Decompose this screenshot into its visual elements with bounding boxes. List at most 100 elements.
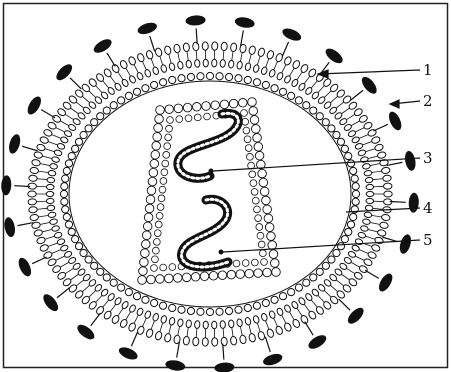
- matrix-protein: [61, 198, 68, 205]
- matrix-protein: [142, 296, 149, 303]
- capsid-bead-outer: [268, 241, 277, 250]
- lipid-head-inner: [186, 320, 192, 328]
- capsid-bead-outer: [272, 268, 281, 277]
- capsid-bead-inner: [252, 197, 259, 204]
- capsid-bead-inner: [255, 215, 262, 222]
- matrix-protein: [187, 73, 194, 80]
- capsid-bead-outer: [253, 133, 262, 142]
- capsid-bead-outer: [260, 187, 269, 196]
- lipid-head-outer: [383, 183, 392, 189]
- capsid-bead-outer: [165, 105, 174, 114]
- matrix-protein: [253, 302, 260, 309]
- lipid-head-inner: [212, 321, 217, 329]
- matrix-protein: [350, 167, 357, 174]
- matrix-protein: [65, 221, 72, 228]
- pointer-dot-3: [209, 169, 214, 174]
- matrix-protein: [133, 88, 140, 95]
- matrix-protein: [142, 85, 149, 92]
- lipid-head-outer: [230, 336, 237, 345]
- matrix-protein: [350, 213, 357, 220]
- capsid-bead-outer: [165, 274, 174, 283]
- lipid-head-outer: [183, 43, 190, 52]
- capsid-bead-inner: [244, 136, 251, 143]
- lipid-head-inner: [48, 212, 56, 218]
- matrix-protein: [328, 256, 335, 263]
- matrix-protein: [103, 107, 110, 114]
- matrix-protein: [271, 85, 278, 92]
- matrix-protein: [75, 243, 82, 250]
- capsid-bead-outer: [255, 151, 264, 160]
- matrix-protein: [216, 308, 223, 315]
- lipid-head-inner: [212, 59, 217, 67]
- capsid-bead-outer: [251, 125, 260, 134]
- capsid-bead-inner: [251, 259, 258, 266]
- matrix-protein: [303, 279, 310, 286]
- capsid-bead-outer: [141, 240, 150, 249]
- matrix-protein: [187, 307, 194, 314]
- matrix-protein: [225, 73, 232, 80]
- capsid-bead-inner: [254, 206, 261, 213]
- lipid-head-outer: [30, 167, 39, 174]
- capsid-bead-inner: [256, 224, 263, 231]
- lipid-head-outer: [30, 214, 39, 221]
- matrix-protein: [159, 79, 166, 86]
- capsid-bead-outer: [227, 270, 236, 279]
- matrix-protein: [271, 296, 278, 303]
- capsid-bead-outer: [148, 177, 157, 186]
- matrix-protein: [91, 262, 98, 269]
- capsid-bead-outer: [249, 107, 258, 116]
- lipid-head-outer: [384, 191, 392, 197]
- capsid-bead-outer: [141, 249, 150, 258]
- capsid-bead-inner: [233, 260, 240, 267]
- lipid-head-outer: [382, 175, 391, 182]
- capsid-bead-outer: [139, 267, 148, 276]
- matrix-protein: [178, 306, 185, 313]
- matrix-protein: [341, 236, 348, 243]
- capsid-bead-outer: [193, 103, 202, 112]
- matrix-protein: [118, 284, 125, 291]
- capsid-bead-inner: [154, 230, 161, 237]
- matrix-protein: [288, 289, 295, 296]
- matrix-protein: [337, 138, 344, 145]
- capsid-bead-outer: [152, 141, 161, 150]
- capsid-bead-inner: [194, 114, 201, 121]
- matrix-protein: [178, 75, 185, 82]
- capsid-bead-inner: [162, 160, 169, 167]
- capsid-bead-outer: [239, 99, 248, 108]
- matrix-protein: [316, 113, 323, 120]
- capsid-bead-outer: [245, 269, 254, 278]
- matrix-protein: [133, 293, 140, 300]
- capsid-bead-outer: [156, 106, 165, 115]
- capsid-bead-inner: [152, 247, 159, 254]
- label-4: 4: [423, 199, 433, 217]
- capsid-bead-outer: [236, 270, 245, 279]
- lipid-head-outer: [28, 199, 37, 205]
- capsid-bead-outer: [155, 115, 164, 124]
- capsid-bead-inner: [152, 256, 159, 263]
- capsid-bead-outer: [202, 102, 211, 111]
- capsid-bead-inner: [159, 186, 166, 193]
- lipid-head-inner: [365, 177, 373, 183]
- matrix-protein: [337, 243, 344, 250]
- matrix-protein: [244, 304, 251, 311]
- matrix-protein: [97, 113, 104, 120]
- matrix-protein: [333, 249, 340, 256]
- label-3: 3: [423, 149, 433, 167]
- matrix-protein: [125, 92, 132, 99]
- matrix-protein: [316, 268, 323, 275]
- capsid-bead-outer: [267, 232, 276, 241]
- matrix-protein: [75, 138, 82, 145]
- capsid-bead-inner: [242, 260, 249, 267]
- matrix-protein: [352, 198, 359, 205]
- capsid-bead-outer: [218, 271, 227, 280]
- matrix-protein: [279, 293, 286, 300]
- lipid-head-inner: [46, 191, 54, 196]
- capsid-bead-inner: [164, 143, 171, 150]
- capsid-bead-outer: [182, 273, 191, 282]
- lipid-head-outer: [28, 191, 36, 197]
- lipid-head-inner: [366, 184, 374, 190]
- capsid-bead-outer: [270, 259, 279, 268]
- lipid-head-outer: [212, 338, 218, 347]
- lipid-head-outer: [29, 175, 38, 182]
